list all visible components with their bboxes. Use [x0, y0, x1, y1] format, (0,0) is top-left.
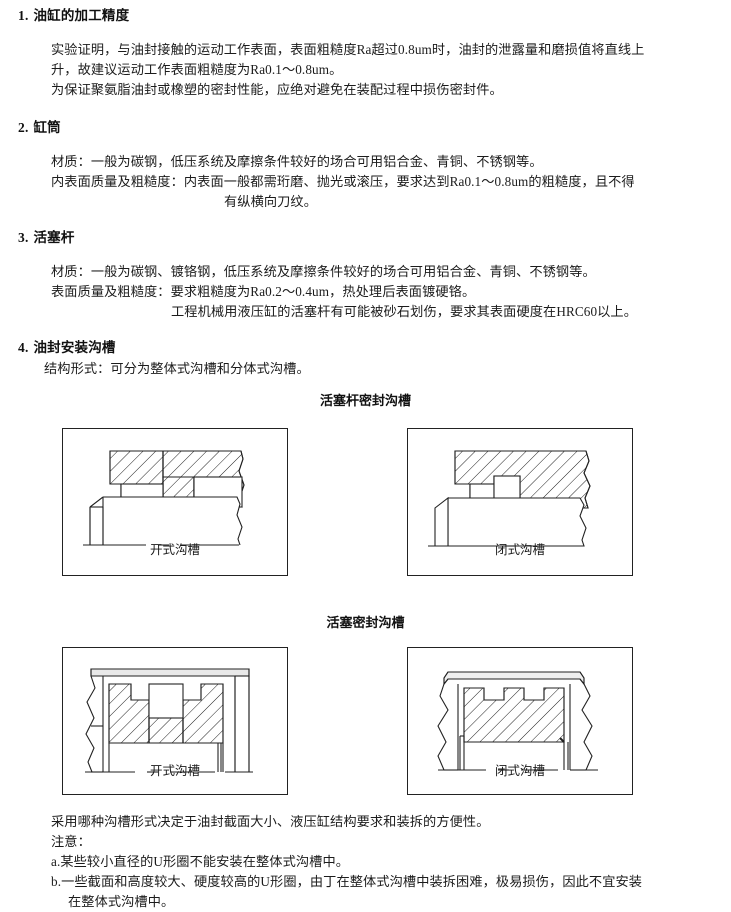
section-1: 1. 油缸的加工精度 [18, 8, 718, 25]
figure-piston-open-drawing [85, 668, 253, 773]
section-3-line-2: 表面质量及粗糙度：要求粗糙度为Ra0.2～0.4um，热处理后表面镀硬铬。 [51, 284, 476, 300]
figure-piston-open: 开式沟槽 [62, 647, 288, 795]
figure-piston-closed: 闭式沟槽 [407, 647, 633, 795]
section-1-title: 油缸的加工精度 [33, 8, 130, 24]
section-3-title: 活塞杆 [33, 230, 75, 246]
section-2: 2. 缸筒 [18, 120, 718, 137]
section-4: 4. 油封安装沟槽 [18, 340, 718, 357]
closing-block: 采用哪种沟槽形式决定于油封截面大小、液压缸结构要求和装拆的方便性。 注意： a.… [18, 812, 731, 912]
note-a-marker: a. [51, 854, 61, 870]
figure-piston-closed-caption: 闭式沟槽 [494, 763, 545, 778]
section-4-line-1: 结构形式：可分为整体式沟槽和分体式沟槽。 [44, 361, 310, 376]
figure-rod-closed-drawing [428, 450, 591, 547]
section-4-number: 4. [18, 340, 29, 355]
closing-summary: 采用哪种沟槽形式决定于油封截面大小、液压缸结构要求和装拆的方便性。 [51, 814, 490, 829]
section-1-line-1: 实验证明，与油封接触的运动工作表面，表面粗糙度Ra超过0.8um时，油封的泄露量… [51, 42, 645, 57]
section-1-number: 1. [18, 8, 29, 23]
note-b-marker: b. [51, 874, 62, 890]
section-3: 3. 活塞杆 [18, 230, 718, 247]
section-1-body: 实验证明，与油封接触的运动工作表面，表面粗糙度Ra超过0.8um时，油封的泄露量… [18, 40, 731, 100]
figure-group-1-title: 活塞杆密封沟槽 [319, 394, 411, 409]
section-3-body: 材质：一般为碳钢、镀铬钢，低压系统及摩擦条件较好的场合可用铝合金、青铜、不锈钢等… [18, 262, 731, 322]
section-4-heading: 4. 油封安装沟槽 [18, 340, 718, 357]
section-1-line-2: 升，故建议运动工作表面粗糙度为Ra0.1～0.8um。 [51, 62, 343, 78]
section-1-line-3: 为保证聚氨脂油封或橡塑的密封性能，应绝对避免在装配过程中损伤密封件。 [51, 82, 503, 98]
closing-notes: a.某些较小直径的U形圈不能安装在整体式沟槽中。 b.一些截面和高度较大、硬度较… [51, 852, 731, 912]
figure-group-1-title-wrap: 活塞杆密封沟槽 [0, 390, 731, 409]
note-b-line-1: 一些截面和高度较大、硬度较高的U形圈，由丁在整体式沟槽中装拆困难，极易损伤，因此… [61, 874, 643, 890]
figure-piston-closed-drawing [437, 671, 598, 771]
note-a: a.某些较小直径的U形圈不能安装在整体式沟槽中。 [51, 852, 731, 872]
section-2-title: 缸筒 [33, 120, 61, 136]
section-3-line-3: 工程机械用液压缸的活塞杆有可能被砂石划伤，要求其表面硬度在HRC60以上。 [171, 304, 637, 320]
figure-rod-closed-caption: 闭式沟槽 [494, 542, 545, 557]
closing-notes-label: 注意： [51, 834, 91, 850]
section-2-body: 材质：一般为碳钢，低压系统及摩擦条件较好的场合可用铝合金、青铜、不锈钢等。 内表… [18, 152, 731, 212]
figure-piston-open-caption: 开式沟槽 [149, 763, 200, 778]
note-a-line-1: 某些较小直径的U形圈不能安装在整体式沟槽中。 [60, 854, 350, 870]
figure-rod-open-drawing [83, 450, 245, 546]
section-4-body: 结构形式：可分为整体式沟槽和分体式沟槽。 [18, 359, 731, 379]
figure-rod-open: 开式沟槽 [62, 428, 288, 576]
section-4-title: 油封安装沟槽 [33, 340, 116, 356]
section-2-line-3: 有纵横向刀纹。 [224, 194, 318, 210]
section-2-line-1: 材质：一般为碳钢，低压系统及摩擦条件较好的场合可用铝合金、青铜、不锈钢等。 [51, 154, 543, 169]
section-2-heading: 2. 缸筒 [18, 120, 718, 137]
note-b: b.一些截面和高度较大、硬度较高的U形圈，由丁在整体式沟槽中装拆困难，极易损伤，… [51, 872, 731, 912]
figure-group-2-title-wrap: 活塞密封沟槽 [0, 612, 731, 631]
section-1-heading: 1. 油缸的加工精度 [18, 8, 718, 25]
note-b-line-2: 在整体式沟槽中。 [68, 894, 175, 910]
figure-rod-open-caption: 开式沟槽 [149, 542, 200, 557]
section-3-heading: 3. 活塞杆 [18, 230, 718, 247]
section-2-line-2: 内表面质量及粗糙度：内表面一般都需珩磨、抛光或滚压，要求达到Ra0.1～0.8u… [51, 174, 635, 190]
section-2-number: 2. [18, 120, 29, 135]
figure-group-2-title: 活塞密封沟槽 [326, 616, 405, 631]
figure-rod-closed: 闭式沟槽 [407, 428, 633, 576]
section-3-line-1: 材质：一般为碳钢、镀铬钢，低压系统及摩擦条件较好的场合可用铝合金、青铜、不锈钢等… [51, 264, 596, 279]
section-3-number: 3. [18, 230, 29, 245]
